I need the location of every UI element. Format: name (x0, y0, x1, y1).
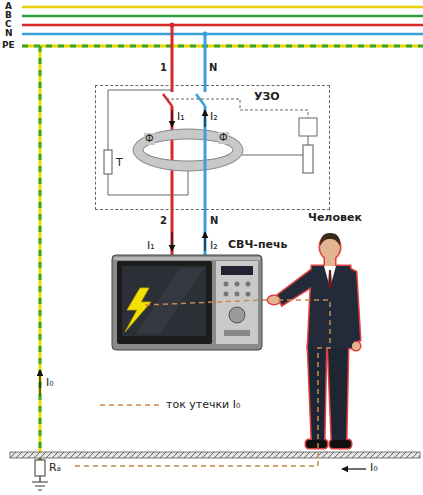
drawing-part (224, 282, 229, 287)
drawing-part (196, 94, 205, 106)
drawing-part (171, 110, 172, 127)
drawing-part (166, 99, 308, 118)
drawing-part (22, 6, 423, 9)
ground (10, 452, 420, 490)
drawing-part (112, 255, 262, 350)
wires-through-toroid (172, 106, 205, 251)
drawing-part (246, 282, 251, 287)
microwave-oven: СВЧ-печь (112, 255, 262, 350)
drawing-part (299, 118, 317, 136)
rcd-box: УЗО (95, 85, 330, 210)
drawing-part (204, 106, 207, 210)
drawing-part (268, 235, 360, 448)
current-label: I₁ (177, 110, 185, 123)
current-label: I₁ (147, 239, 155, 252)
drawing-part (108, 171, 188, 195)
drawing-part (114, 257, 260, 260)
drawing-part (39, 46, 42, 460)
drawing-part (133, 129, 243, 171)
phase-wire (171, 210, 174, 255)
drawing-part (278, 300, 330, 450)
bus-name: A (5, 2, 12, 11)
drawing-part (72, 452, 318, 466)
drawing-part (104, 150, 112, 174)
drawing-part (204, 232, 205, 251)
person-label: Человек (308, 211, 362, 224)
drawing-part (125, 288, 151, 332)
edge-label: N (210, 215, 218, 227)
drawing-part (122, 266, 206, 336)
drawing-part (10, 452, 420, 458)
bus-name: N (5, 29, 13, 38)
edge-label: 2 (160, 215, 167, 227)
drawing-part (22, 33, 423, 36)
drawing-part (117, 261, 212, 344)
leakage-path (72, 405, 318, 466)
supply-buses (22, 7, 423, 46)
drawing-part (22, 15, 423, 18)
drawing-part (246, 292, 251, 297)
terminal-number: 1 (160, 62, 167, 74)
drawing-part (22, 24, 423, 27)
drawing-part (308, 136, 309, 145)
leakage-label: ток утечки I₀ (166, 398, 240, 411)
current-label: I₀ (370, 461, 378, 474)
drawing-part (35, 460, 45, 476)
current-label: I₂ (210, 239, 218, 252)
drawing-part (22, 45, 423, 48)
drawing-part (171, 25, 174, 92)
phase-wires (163, 23, 208, 211)
terminal-name: N (209, 62, 217, 74)
drawing-part (163, 94, 172, 106)
bus-name: B (5, 11, 12, 20)
drawing-part (224, 330, 250, 336)
pe-conductor (40, 46, 41, 460)
drawing-part (224, 292, 229, 297)
drawing-part (328, 270, 332, 290)
device-label: УЗО (254, 90, 280, 103)
drawing-part (22, 45, 423, 48)
toroid-transformer (133, 129, 243, 171)
bus-name: PE (2, 41, 15, 50)
drawing-part (235, 292, 240, 297)
drawing-part (221, 266, 253, 275)
current-label: I₀ (46, 376, 54, 389)
drawing-part (171, 106, 174, 210)
resistance-label: Rₐ (49, 461, 61, 474)
drawing-part (268, 235, 360, 448)
drawing-part (216, 261, 258, 344)
drawing-part (136, 268, 204, 334)
flux-symbol: Ф (144, 133, 155, 145)
drawing-part (145, 300, 262, 305)
person-figure: Человек (268, 228, 365, 452)
microwave-oven (112, 255, 262, 350)
resistor-label: Т (116, 156, 123, 169)
current-arrow (342, 468, 366, 469)
neutral-wire (204, 210, 207, 255)
drawing-part (229, 307, 245, 323)
bus-name: C (5, 20, 12, 29)
drawing-part (39, 370, 40, 395)
drawing-part (204, 34, 207, 92)
drawing-part (320, 233, 340, 246)
drawing-part (39, 46, 42, 460)
drawing-part (171, 232, 172, 251)
drawing-part (100, 404, 160, 406)
current-label: I₂ (210, 110, 218, 123)
flux-symbol: Ф (218, 132, 229, 144)
device-label: СВЧ-печь (228, 238, 287, 251)
person (268, 233, 360, 450)
drawing-part (32, 476, 48, 490)
drawing-part (204, 110, 205, 127)
drawing-part (238, 155, 303, 156)
drawing-part (303, 145, 313, 173)
rcd-mechanism (104, 90, 317, 195)
drawing-part (235, 282, 240, 287)
